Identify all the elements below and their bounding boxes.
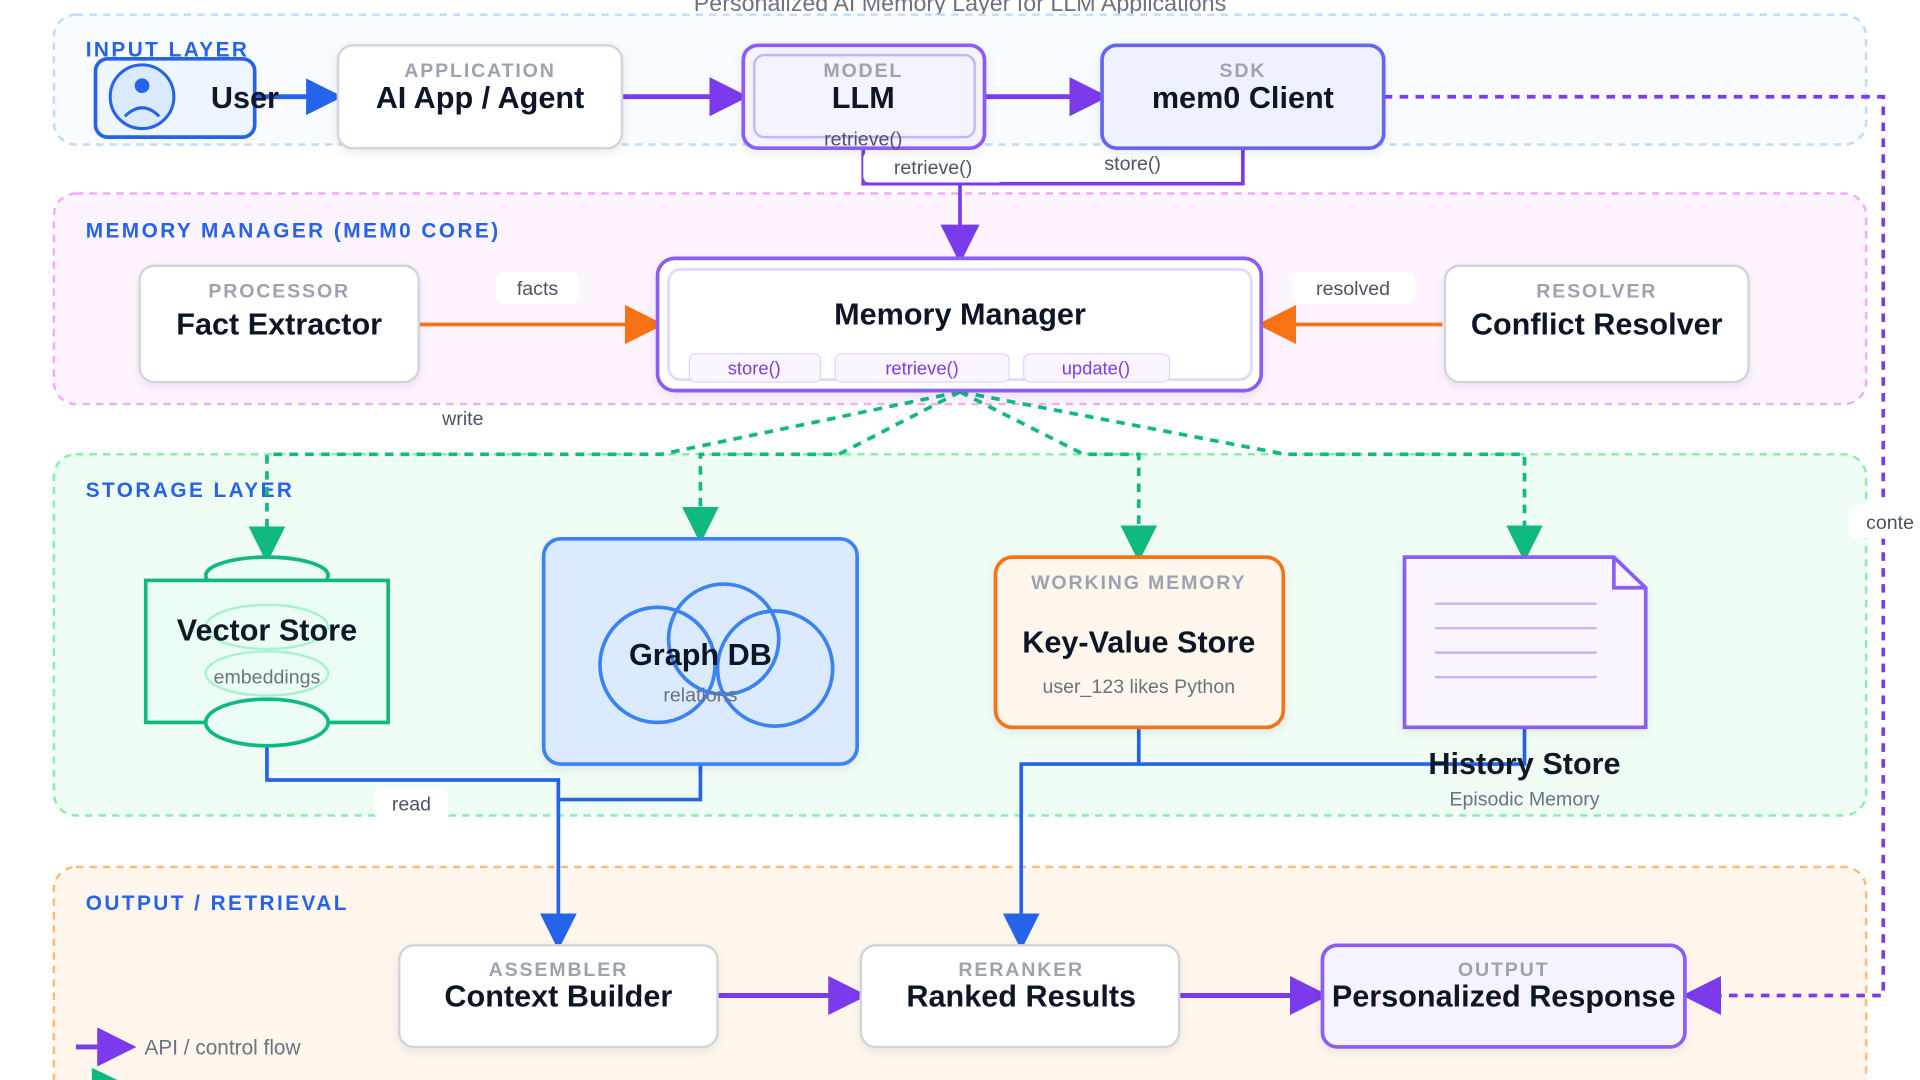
- svg-text:Personalized Response: Personalized Response: [1332, 980, 1676, 1014]
- svg-text:WORKING MEMORY: WORKING MEMORY: [1031, 572, 1246, 594]
- svg-text:mem0 Client: mem0 Client: [1152, 81, 1334, 115]
- svg-text:retrieve(): retrieve(): [885, 358, 958, 379]
- edge-label-resolved: resolved: [1291, 271, 1415, 304]
- svg-text:user_123 likes Python: user_123 likes Python: [1042, 676, 1235, 698]
- legend-item-api: API / control flow: [75, 1027, 302, 1067]
- node-key-value-store[interactable]: WORKING MEMORY Key-Value Store user_123 …: [993, 555, 1286, 730]
- method-store[interactable]: store(): [688, 353, 822, 383]
- node-vector-store[interactable]: Vector Store embeddings: [143, 555, 390, 748]
- svg-text:API / control flow: API / control flow: [144, 1036, 301, 1059]
- svg-text:Memory Manager: Memory Manager: [834, 297, 1086, 331]
- zone-label: OUTPUT / RETRIEVAL: [86, 892, 349, 915]
- edge-label-write: write: [441, 408, 483, 430]
- svg-text:retrieve(): retrieve(): [894, 157, 972, 179]
- database-icon: [143, 555, 390, 748]
- svg-text:Graph DB: Graph DB: [629, 638, 772, 672]
- document-icon: [1402, 555, 1648, 730]
- edge-write-graph: [682, 390, 961, 544]
- zone-label: MEMORY MANAGER (MEM0 CORE): [86, 220, 501, 243]
- edge-write-history: [959, 390, 1543, 563]
- graph-icon: [598, 582, 835, 728]
- svg-text:resolved: resolved: [1316, 278, 1390, 300]
- node-sdk[interactable]: SDK mem0 Client: [1100, 43, 1386, 150]
- edge-label-facts: facts: [495, 271, 580, 304]
- svg-text:Key-Value Store: Key-Value Store: [1022, 626, 1255, 660]
- edge-label-context: conte: [1848, 504, 1920, 539]
- svg-text:Fact Extractor: Fact Extractor: [176, 307, 382, 341]
- node-context-builder[interactable]: ASSEMBLER Context Builder: [397, 944, 719, 1049]
- zone-label: INPUT LAYER: [86, 38, 250, 61]
- zone-label: STORAGE LAYER: [86, 479, 295, 502]
- svg-text:OUTPUT: OUTPUT: [1458, 959, 1550, 981]
- svg-text:Episodic Memory: Episodic Memory: [1449, 789, 1599, 811]
- node-user[interactable]: User: [93, 56, 280, 139]
- svg-text:PROCESSOR: PROCESSOR: [208, 281, 350, 303]
- node-llm[interactable]: MODEL LLM retrieve(): [741, 43, 987, 151]
- diagram-title: Personalized AI Memory Layer for LLM App…: [694, 0, 1226, 16]
- svg-text:Conflict Resolver: Conflict Resolver: [1471, 307, 1723, 341]
- edge-vector-context: [265, 744, 577, 951]
- edges: [248, 77, 1886, 1016]
- edge-write-kv: [959, 390, 1158, 563]
- node-personalized-response[interactable]: OUTPUT Personalized Response: [1320, 943, 1687, 1049]
- method-update[interactable]: update(): [1023, 353, 1170, 383]
- node-app[interactable]: APPLICATION AI App / Agent: [336, 44, 624, 150]
- edge-graph-context: [558, 764, 703, 802]
- svg-text:History Store: History Store: [1428, 747, 1620, 781]
- svg-text:relations: relations: [663, 685, 737, 707]
- svg-text:store(): store(): [728, 358, 781, 379]
- svg-text:update(): update(): [1062, 358, 1130, 379]
- svg-text:store(): store(): [1104, 153, 1161, 175]
- svg-text:embeddings: embeddings: [214, 666, 321, 688]
- node-graph-db[interactable]: Graph DB relations: [541, 536, 859, 766]
- user-icon: [108, 63, 176, 131]
- svg-text:APPLICATION: APPLICATION: [404, 60, 555, 82]
- svg-text:LLM: LLM: [832, 81, 895, 115]
- svg-text:Context Builder: Context Builder: [444, 980, 672, 1014]
- edge-label-retrieve: retrieve(): [863, 151, 1005, 183]
- method-retrieve[interactable]: retrieve(): [834, 353, 1010, 383]
- svg-text:ASSEMBLER: ASSEMBLER: [489, 959, 628, 981]
- edge-label-store: store(): [1077, 146, 1188, 178]
- node-conflict-resolver[interactable]: RESOLVER Conflict Resolver: [1443, 264, 1750, 384]
- node-ranked-results[interactable]: RERANKER Ranked Results: [859, 944, 1181, 1049]
- svg-text:RESOLVER: RESOLVER: [1536, 281, 1657, 303]
- node-history-store[interactable]: History Store Episodic Memory: [1402, 555, 1648, 811]
- edge-kv-ranked: [1002, 727, 1141, 951]
- node-memory-manager[interactable]: Memory Manager store() retrieve() update…: [655, 256, 1264, 393]
- edge-history-ranked: [1138, 727, 1527, 766]
- svg-text:read: read: [392, 794, 431, 816]
- svg-text:Vector Store: Vector Store: [177, 613, 357, 647]
- svg-text:retrieve(): retrieve(): [824, 129, 902, 151]
- svg-text:MODEL: MODEL: [823, 60, 903, 82]
- svg-text:RERANKER: RERANKER: [958, 959, 1084, 981]
- edge-write-vector: [248, 390, 961, 564]
- edge-label-read: read: [374, 788, 449, 821]
- node-title: User: [211, 81, 279, 115]
- node-fact-extractor[interactable]: PROCESSOR Fact Extractor: [138, 264, 420, 384]
- svg-text:facts: facts: [517, 278, 559, 300]
- svg-text:AI App / Agent: AI App / Agent: [376, 81, 585, 115]
- svg-text:SDK: SDK: [1219, 60, 1266, 82]
- svg-text:conte: conte: [1866, 512, 1914, 534]
- svg-text:Ranked Results: Ranked Results: [906, 980, 1136, 1014]
